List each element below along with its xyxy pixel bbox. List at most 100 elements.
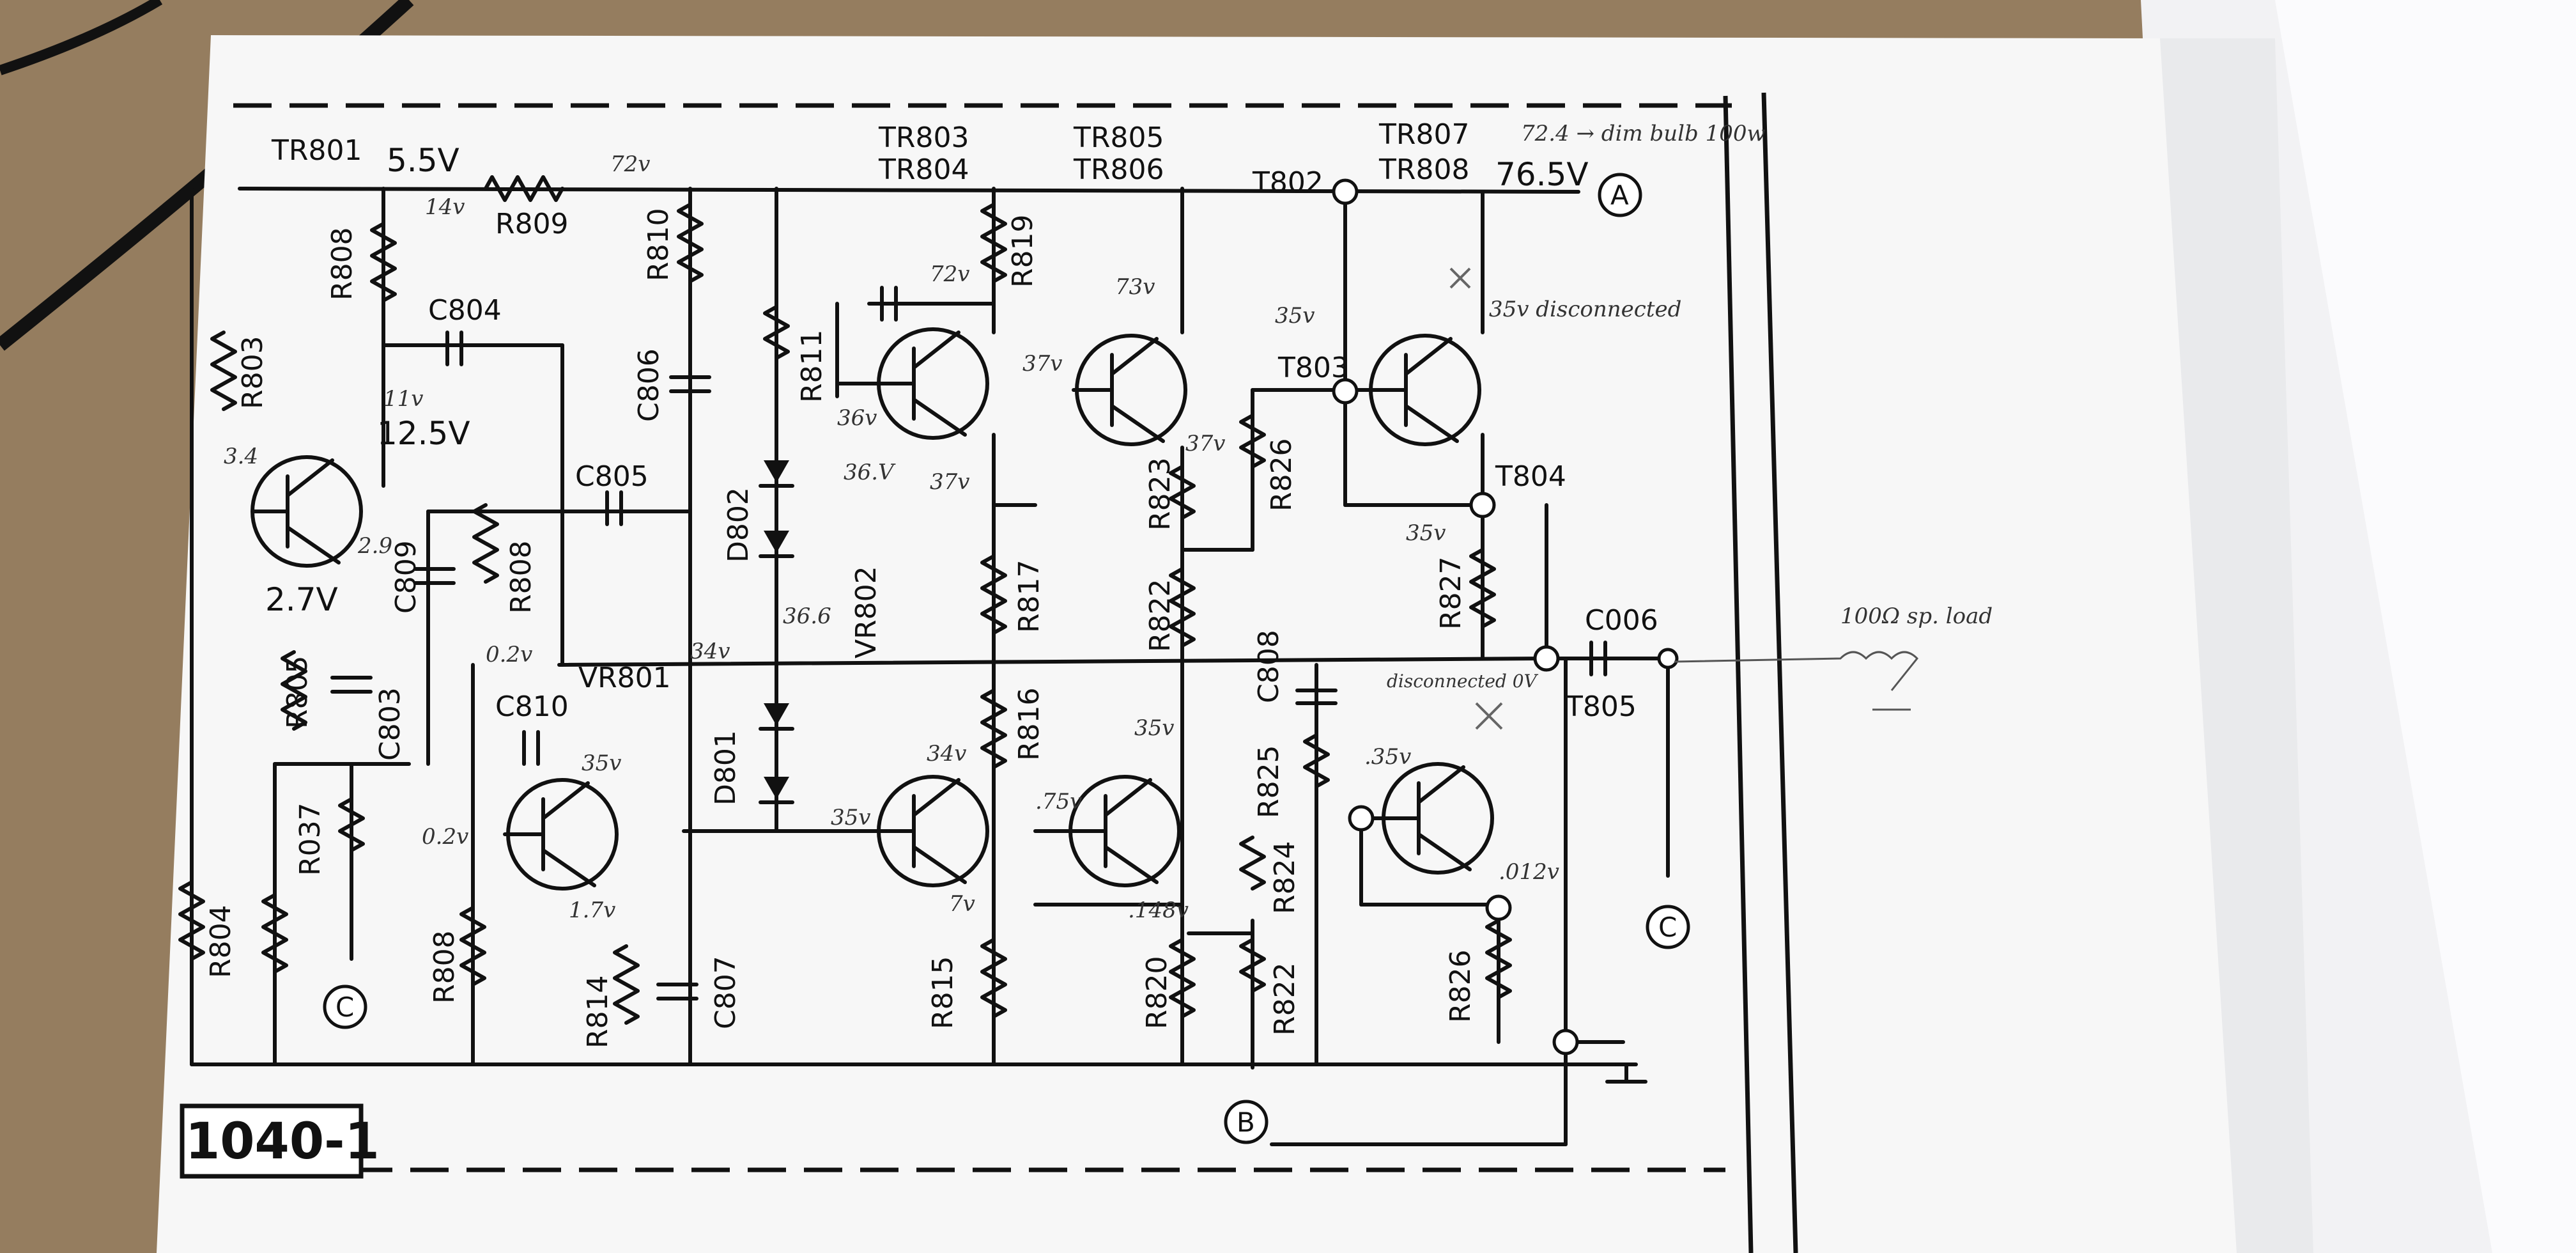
connector-circles	[323, 173, 1690, 1144]
label-tr807: TR807	[1378, 118, 1469, 151]
label-c804: C804	[428, 294, 502, 327]
ground-symbol	[1605, 1062, 1647, 1084]
label-r826: R826	[1444, 949, 1477, 1023]
note-37v-c: 37v	[1185, 431, 1225, 456]
label-r813: R815	[927, 956, 959, 1029]
transistor-tr808	[1359, 762, 1494, 875]
voltage-12v5: 12.5V	[377, 415, 470, 452]
label-c808: C808	[1253, 630, 1285, 703]
label-tr808: TR808	[1378, 153, 1469, 186]
label-c805: C805	[575, 460, 649, 493]
note-7v: 7v	[949, 891, 975, 917]
label-c006: C006	[1585, 604, 1658, 637]
note-72v-a: 72v	[610, 152, 650, 177]
label-r037: R037	[294, 802, 327, 876]
label-r812: R814	[582, 975, 614, 1048]
transistor-q-driver	[503, 778, 619, 891]
note-dim-bulb: 72.4 → dim bulb 100w	[1521, 121, 1766, 146]
note-speaker-load: 100Ω sp. load	[1840, 603, 1993, 629]
label-r811: R811	[796, 329, 828, 403]
note-35v-a: 35v	[1275, 303, 1315, 329]
label-vr801: VR801	[578, 662, 671, 694]
label-r807: R808	[505, 540, 537, 614]
transistor-tr807	[1343, 334, 1481, 446]
label-t804: T804	[1495, 460, 1566, 493]
transistor-tr803	[835, 327, 989, 440]
note-0v35: .35v	[1364, 744, 1411, 770]
connector-c-right: C	[1658, 912, 1677, 943]
label-r809: R809	[495, 208, 569, 240]
note-73v: 73v	[1115, 274, 1155, 300]
scribble-x	[1475, 702, 1503, 730]
diode-symbols	[759, 460, 794, 804]
label-r820: R823	[1144, 457, 1176, 531]
note-2v9: 2.9	[357, 533, 392, 559]
label-r823: R824	[1269, 841, 1301, 914]
connector-c: C	[335, 992, 354, 1023]
label-r822: R822	[1269, 962, 1301, 1036]
label-r827: R827	[1435, 556, 1467, 630]
note-37v-a: 37v	[930, 469, 969, 495]
transistor-tr806	[1033, 775, 1181, 887]
note-disconnected-0v: disconnected 0V	[1387, 671, 1539, 692]
note-34v-b: 34v	[690, 639, 730, 664]
note-34v-c: 34v	[927, 741, 966, 767]
label-r819: R822	[1144, 579, 1176, 652]
label-r803: R803	[236, 336, 269, 409]
label-tr805: TR805	[1073, 121, 1164, 154]
note-37v-b: 37v	[1022, 351, 1062, 377]
transistor-tr805	[1072, 334, 1187, 446]
note-11v: 11v	[383, 386, 423, 412]
label-t803: T803	[1277, 352, 1349, 384]
label-c809: C809	[390, 540, 422, 614]
note-3v4: 3.4	[224, 444, 258, 469]
capacitor-symbols	[330, 286, 1607, 1000]
note-0v2: 0.2v	[486, 642, 532, 667]
label-d802: D802	[722, 487, 755, 563]
note-0v012: .012v	[1499, 859, 1559, 885]
label-t805: T805	[1565, 690, 1637, 723]
label-r810: R810	[642, 208, 675, 281]
note-35v-c: 35v	[1406, 520, 1446, 546]
note-36v-b: 36.V	[844, 460, 896, 485]
transistor-tr804	[877, 775, 989, 887]
note-35v-d: 35v	[1134, 715, 1174, 741]
label-r814: R816	[1013, 687, 1045, 761]
label-r825: R825	[1253, 745, 1285, 818]
label-tr801: TR801	[271, 134, 362, 167]
voltage-2v7: 2.7V	[265, 581, 338, 618]
note-72v-b: 72v	[930, 261, 969, 287]
transistor-tr801	[251, 455, 363, 568]
label-c806: C806	[633, 348, 665, 422]
label-tr806: TR806	[1073, 153, 1164, 186]
resistor-symbols	[178, 175, 1512, 1025]
note-35v-e: 35v	[582, 751, 621, 776]
voltage-76v5: 76.5V	[1495, 156, 1589, 193]
terminal-circles	[1332, 178, 1679, 1055]
label-r805: R805	[281, 655, 314, 729]
note-36v6: 36.6	[783, 603, 831, 629]
note-0v2-b: 0.2v	[422, 824, 468, 850]
note-1v7: 1.7v	[569, 898, 615, 923]
paper-sheet	[157, 35, 2237, 1253]
label-r817: R820	[1141, 956, 1173, 1029]
note-36v-a: 36v	[837, 405, 877, 431]
label-r806: R808	[326, 227, 359, 300]
connector-b: B	[1237, 1107, 1255, 1138]
board-id: 1040-1	[185, 1113, 380, 1171]
label-r808: R808	[428, 930, 461, 1004]
note-0v148: .148v	[1128, 898, 1189, 923]
label-c810: C810	[495, 690, 569, 723]
load-sketch	[1674, 651, 1919, 691]
note-14v: 14v	[425, 194, 465, 220]
board-id-box	[180, 1103, 364, 1179]
label-vr802: VR802	[850, 566, 883, 658]
label-tr803: TR803	[878, 121, 969, 154]
label-r816: R819	[1006, 214, 1039, 288]
label-c803: C803	[374, 687, 406, 761]
label-r824: R826	[1265, 438, 1298, 511]
note-35v-disconnected: 35v disconnected	[1489, 297, 1681, 322]
label-r804: R804	[204, 905, 237, 978]
voltage-5v5: 5.5V	[387, 142, 459, 179]
